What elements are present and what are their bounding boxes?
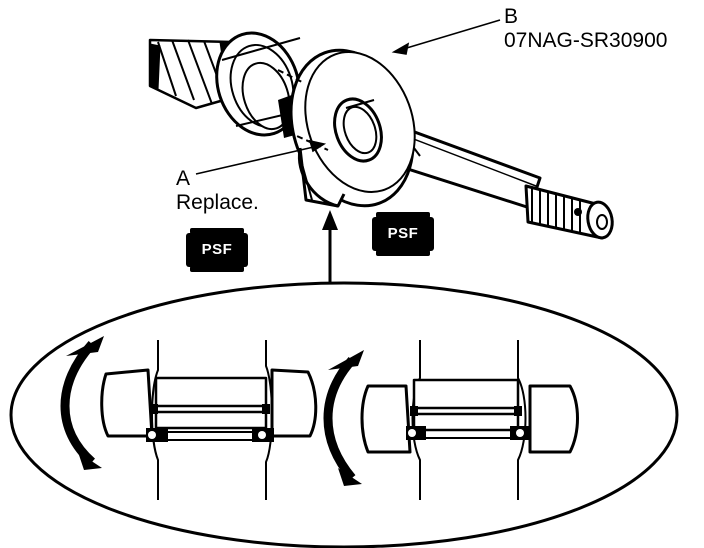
pinion-shaft-assembly — [148, 31, 614, 240]
label-b: B — [504, 5, 519, 28]
arrowhead-a — [308, 139, 327, 153]
label-a: A — [176, 167, 191, 190]
psf-label-right: PSF — [387, 225, 419, 242]
psf-fluid-can-icon: PSF — [186, 228, 248, 272]
rotate-arrow-icon — [60, 336, 104, 470]
leader-a — [195, 145, 319, 175]
assembly-arrow — [322, 210, 338, 290]
leader-lines — [195, 19, 501, 175]
tool-number-label: 07NAG-SR30900 — [504, 29, 668, 52]
psf-label-left: PSF — [201, 241, 233, 258]
psf-fluid-can-icon: PSF — [372, 212, 434, 256]
oil-seal-a — [333, 97, 383, 163]
arrowhead-b — [391, 42, 410, 55]
splined-end — [524, 184, 614, 240]
detail-left-section — [100, 340, 318, 500]
detail-right-section — [360, 340, 579, 500]
rotate-arrow-icon — [323, 350, 364, 486]
leader-b — [399, 19, 501, 51]
replace-note: Replace. — [176, 191, 259, 214]
detail-ellipse — [9, 281, 679, 548]
